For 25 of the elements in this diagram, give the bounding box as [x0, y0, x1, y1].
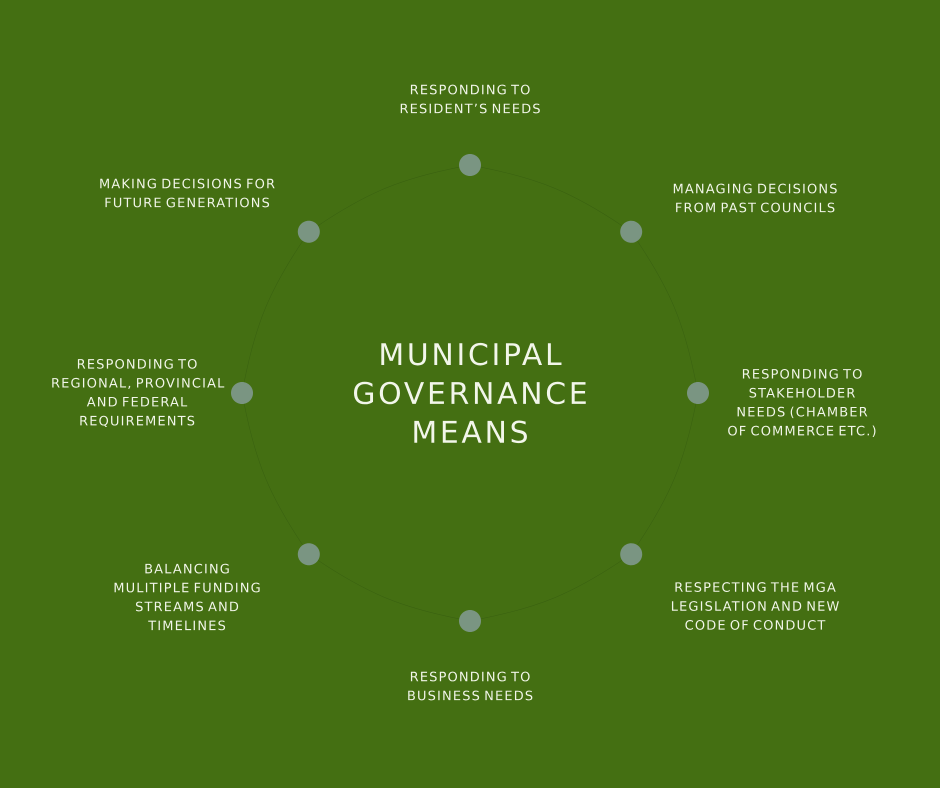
- ring-arc: [480, 166, 622, 226]
- item-label: RESPONDING TO STAKEHOLDER NEEDS (CHAMBER OF COMMERCE ETC.): [728, 368, 876, 438]
- dot: [231, 382, 253, 404]
- center-title: MUNICIPAL GOVERNANCE MEANS: [354, 342, 586, 444]
- item-label: MAKING DECISIONS FOR FUTURE GENERATIONS: [100, 178, 275, 208]
- item-label: RESPONDING TO REGIONAL, PROVINCIAL AND FEDERAL REQUIREMENTS: [52, 358, 224, 428]
- dot: [459, 610, 481, 632]
- item-label: BALANCING MULITIPLE FUNDING STREAMS AND TIMELINES: [114, 564, 260, 630]
- ring-arc: [637, 404, 696, 546]
- ring-arc: [318, 560, 460, 620]
- dot: [298, 543, 320, 566]
- dot: [687, 382, 709, 404]
- ring-arc: [244, 404, 303, 546]
- ring-arc: [480, 560, 622, 620]
- dot: [459, 154, 481, 176]
- ring-arc: [318, 166, 460, 226]
- dot: [620, 543, 642, 566]
- ring-arc: [637, 240, 696, 382]
- item-label: MANAGING DECISIONS FROM PAST COUNCILS: [674, 184, 837, 212]
- ring-arc: [244, 240, 303, 382]
- item-label: RESPECTING THE MGA LEGISLATION AND NEW CODE OF CONDUCT: [672, 582, 839, 630]
- dot: [298, 220, 320, 243]
- dot: [620, 220, 642, 243]
- item-label: RESPONDING TO RESIDENT’S NEEDS: [400, 84, 540, 114]
- item-label: RESPONDING TO BUSINESS NEEDS: [408, 672, 532, 700]
